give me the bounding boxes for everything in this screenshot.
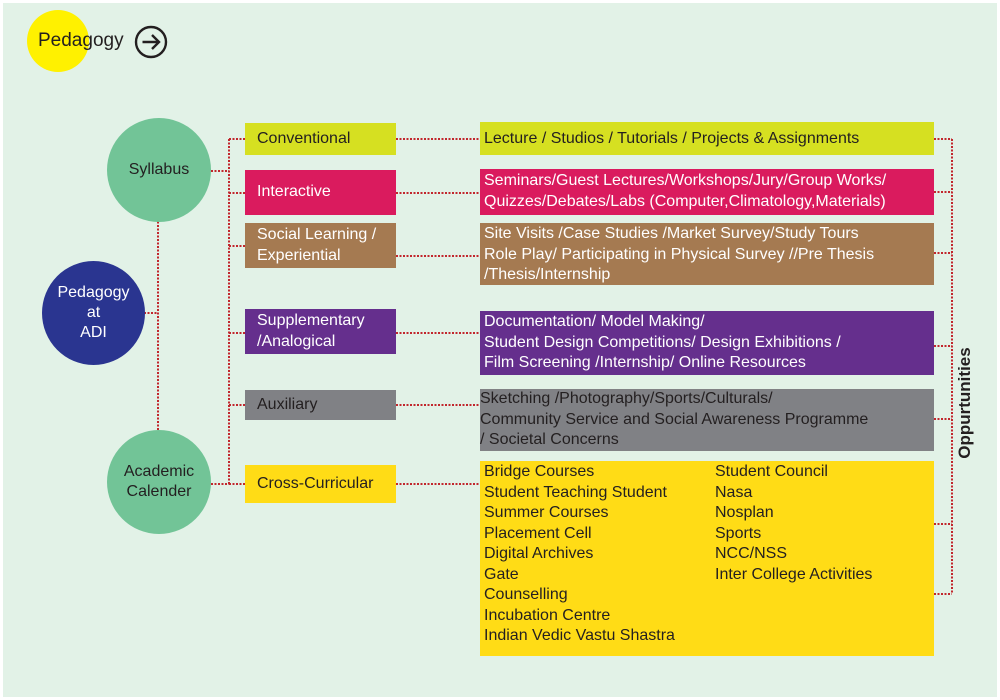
detail-line: Student Design Competitions/ Design Exhi… <box>484 333 841 351</box>
node-pedagogy-at-adi: Pedagogy at ADI <box>42 261 145 365</box>
detail-line: Community Service and Social Awareness P… <box>480 410 869 428</box>
node-syllabus: Syllabus <box>107 118 211 222</box>
category-auxiliary: Auxiliary <box>245 390 396 420</box>
detail-line: Sketching /Photography/Sports/Culturals/ <box>480 390 773 407</box>
details-social-learning: Site Visits /Case Studies /Market Survey… <box>480 223 934 285</box>
category-social-learning: Social Learning / Experiential <box>245 223 396 268</box>
list-item: Counselling <box>484 586 568 603</box>
details-conventional: Lecture / Studios / Tutorials / Projects… <box>480 122 934 155</box>
detail-line: Site Visits /Case Studies /Market Survey… <box>484 225 859 242</box>
category-cross-curricular: Cross-Curricular <box>245 465 396 503</box>
detail-line: Quizzes/Debates/Labs (Computer,Climatolo… <box>484 192 886 210</box>
list-item: Gate <box>484 565 519 583</box>
category-supplementary: Supplementary /Analogical <box>245 309 396 354</box>
node-academic-line: Academic <box>123 463 195 480</box>
detail-line: Role Play/ Participating in Physical Sur… <box>484 245 875 263</box>
list-item: Sports <box>715 524 762 542</box>
category-label: Supplementary <box>257 312 365 329</box>
list-item: Placement Cell <box>484 524 592 542</box>
category-label: Experiential <box>257 246 341 264</box>
node-academic-calender: Academic Calender <box>107 430 211 534</box>
details-cross-curricular: Bridge Courses Student Teaching Student … <box>480 461 934 656</box>
detail-line: Seminars/Guest Lectures/Workshops/Jury/G… <box>484 172 887 189</box>
category-label: Cross-Curricular <box>257 474 374 492</box>
list-item: Student Council <box>715 463 828 480</box>
list-item: Nasa <box>715 483 753 501</box>
list-item: Indian Vedic Vastu Shastra <box>484 627 675 644</box>
category-label: Auxiliary <box>257 395 318 413</box>
category-label: /Analogical <box>257 332 336 350</box>
cross-curricular-list-2: Student Council Nasa Nosplan Sports NCC/… <box>715 462 872 647</box>
header-dot <box>27 10 89 72</box>
details-auxiliary: Sketching /Photography/Sports/Culturals/… <box>480 389 934 451</box>
header-title: Pedagogy <box>38 30 124 51</box>
list-item: NCC/NSS <box>715 545 788 562</box>
detail-line: Lecture / Studios / Tutorials / Projects… <box>484 130 860 147</box>
category-label: Social Learning / <box>257 226 377 243</box>
opportunities-label: Oppurtunities <box>955 347 974 459</box>
node-academic-line: Calender <box>126 483 192 500</box>
category-interactive: Interactive <box>245 170 396 215</box>
node-root-line: at <box>86 304 101 321</box>
detail-line: Documentation/ Model Making/ <box>484 313 705 330</box>
detail-line: Film Screening /Internship/ Online Resou… <box>484 354 806 371</box>
node-root-line: ADI <box>80 324 107 341</box>
category-label: Conventional <box>257 129 351 147</box>
list-item: Incubation Centre <box>484 606 611 624</box>
detail-line: / Societal Concerns <box>480 431 619 448</box>
category-label: Interactive <box>257 183 331 201</box>
list-item: Nosplan <box>715 504 774 521</box>
arrow-right-circle-icon[interactable] <box>134 25 168 59</box>
details-interactive: Seminars/Guest Lectures/Workshops/Jury/G… <box>480 169 934 215</box>
list-item: Bridge Courses <box>484 463 595 480</box>
list-item: Summer Courses <box>484 504 609 521</box>
category-conventional: Conventional <box>245 123 396 155</box>
details-supplementary: Documentation/ Model Making/ Student Des… <box>480 311 934 375</box>
list-item: Student Teaching Student <box>484 483 667 501</box>
node-root-line: Pedagogy <box>57 284 130 301</box>
detail-line: /Thesis/Internship <box>484 266 611 283</box>
list-item: Inter College Activities <box>715 565 873 583</box>
node-syllabus-label: Syllabus <box>128 161 190 178</box>
list-item: Digital Archives <box>484 545 594 562</box>
cross-curricular-list-1: Bridge Courses Student Teaching Student … <box>484 462 715 647</box>
